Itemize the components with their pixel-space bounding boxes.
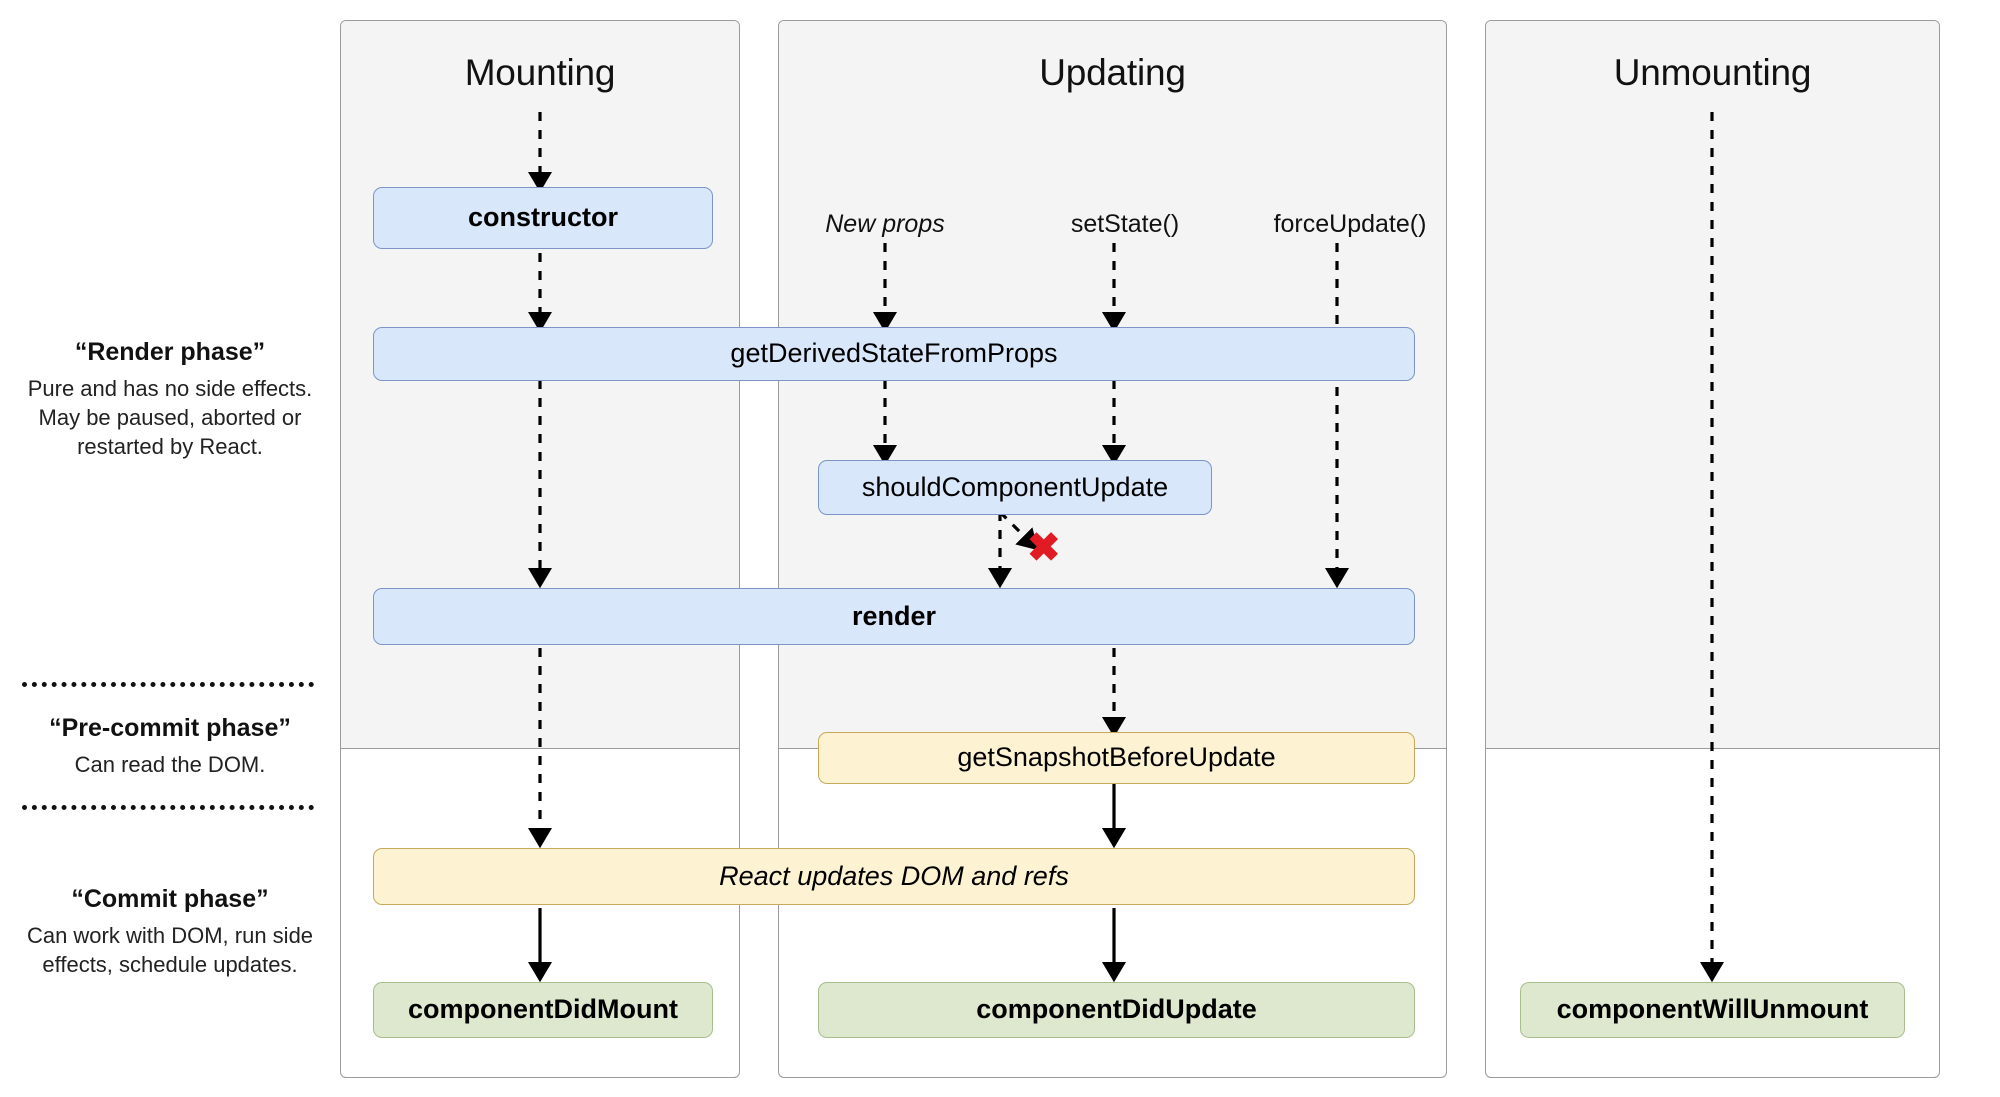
- column-title-unmounting: Unmounting: [1613, 52, 1812, 93]
- column-panel-unmounting: [1485, 20, 1940, 1078]
- phase-divider-bottom: [22, 805, 314, 810]
- column-panel-updating: [778, 20, 1447, 1078]
- column-title-mounting: Mounting: [464, 52, 616, 93]
- blocked-update-x-icon: ✖: [1027, 526, 1061, 570]
- phase-caption-commit: “Commit phase” Can work with DOM, run si…: [20, 884, 320, 979]
- lifecycle-box-component-did-mount[interactable]: componentDidMount: [373, 982, 713, 1038]
- phase-commit-title: “Commit phase”: [71, 885, 269, 913]
- lifecycle-box-get-snapshot-before-update[interactable]: getSnapshotBeforeUpdate: [818, 732, 1415, 784]
- lifecycle-box-component-will-unmount[interactable]: componentWillUnmount: [1520, 982, 1905, 1038]
- lifecycle-box-should-component-update[interactable]: shouldComponentUpdate: [818, 460, 1212, 515]
- lifecycle-box-constructor[interactable]: constructor: [373, 187, 713, 249]
- column-panel-mounting: [340, 20, 740, 1078]
- phase-caption-render: “Render phase” Pure and has no side effe…: [20, 337, 320, 461]
- trigger-label-set-state: setState(): [1070, 210, 1180, 238]
- column-title-updating: Updating: [1039, 52, 1186, 93]
- lifecycle-box-get-derived-state-from-props[interactable]: getDerivedStateFromProps: [373, 327, 1415, 381]
- trigger-label-force-update: forceUpdate(): [1273, 210, 1427, 238]
- trigger-label-new-props: New props: [825, 210, 945, 238]
- lifecycle-box-render[interactable]: render: [373, 588, 1415, 645]
- phase-pre-commit-title: “Pre-commit phase”: [49, 714, 291, 742]
- phase-render-description: Pure and has no side effects. May be pau…: [27, 376, 313, 460]
- phase-commit-description: Can work with DOM, run side effects, sch…: [26, 923, 314, 978]
- unmounting-render-region: [1486, 21, 1939, 749]
- phase-caption-pre-commit: “Pre-commit phase” Can read the DOM.: [20, 713, 320, 779]
- lifecycle-box-component-did-update[interactable]: componentDidUpdate: [818, 982, 1415, 1038]
- lifecycle-box-react-updates-dom-and-refs[interactable]: React updates DOM and refs: [373, 848, 1415, 905]
- phase-render-title: “Render phase”: [74, 338, 266, 366]
- phase-divider-top: [22, 682, 314, 687]
- phase-pre-commit-description: Can read the DOM.: [74, 752, 266, 778]
